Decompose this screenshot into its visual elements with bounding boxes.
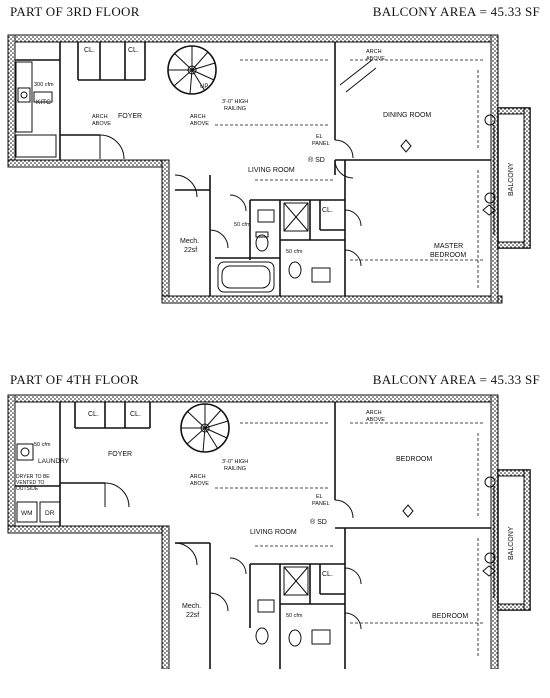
label-up: UP xyxy=(200,84,208,90)
label-fan-1: 50 cfm xyxy=(286,613,303,619)
label-arch-2b: ABOVE xyxy=(366,417,385,423)
label-smoke-detector: ® SD xyxy=(308,156,325,164)
label-closet-3: CL. xyxy=(322,571,333,578)
label-living-room: LIVING ROOM xyxy=(250,529,297,536)
label-el-panel: EL xyxy=(316,134,323,140)
label-dining-room: DINING ROOM xyxy=(383,112,431,119)
label-wm: WM xyxy=(21,510,33,517)
label-kitchen-fan: 300 cfm xyxy=(34,82,54,88)
laundry-fixtures xyxy=(16,443,61,523)
label-arch-1b: ABOVE xyxy=(190,481,209,487)
balcony-area-3rd: BALCONY AREA = 45.33 SF xyxy=(372,4,540,19)
dryer-box xyxy=(39,501,61,523)
doors xyxy=(99,134,362,267)
label-closet-1: CL. xyxy=(88,411,99,418)
spiral-stair xyxy=(180,403,230,453)
floor-plan-drawing-3rd: CL. CL. CL. 300 cfm KITC FOYER ARCH ABOV… xyxy=(7,34,531,304)
spiral-stair xyxy=(167,45,217,95)
label-closet-2: CL. xyxy=(128,47,139,54)
interior-walls xyxy=(15,42,491,296)
label-el-panel: EL xyxy=(316,494,323,500)
label-balcony: BALCONY xyxy=(508,162,515,196)
label-arch-1: ARCH xyxy=(190,474,206,480)
label-railing: 3'-0" HIGH xyxy=(222,459,248,465)
balcony xyxy=(493,107,531,249)
doors xyxy=(104,482,362,630)
label-arch-3b: ABOVE xyxy=(366,56,385,62)
label-arch-2: ARCH xyxy=(190,114,206,120)
bathroom-fixtures xyxy=(255,566,331,647)
label-arch-2: ARCH xyxy=(366,410,382,416)
label-dryer-2: VENTED TO xyxy=(16,480,45,486)
label-railing-b: RAILING xyxy=(224,106,246,112)
label-balcony: BALCONY xyxy=(508,526,515,560)
kitchen-fixtures xyxy=(15,61,57,158)
label-bedroom-2: BEDROOM xyxy=(432,613,468,620)
label-master: MASTER xyxy=(434,243,463,250)
floor-plan-3rd: PART OF 3RD FLOOR BALCONY AREA = 45.33 S… xyxy=(0,0,550,330)
label-foyer: FOYER xyxy=(108,451,132,458)
dimension-lines xyxy=(215,422,496,658)
floor-plan-4th: PART OF 4TH FLOOR BALCONY AREA = 45.33 S… xyxy=(0,368,550,698)
label-arch-1b: ABOVE xyxy=(92,121,111,127)
washer-box xyxy=(16,501,38,523)
label-closet-1: CL. xyxy=(84,47,95,54)
balcony xyxy=(493,469,531,611)
label-laundry: LAUNDRY xyxy=(38,458,70,465)
label-el-panel-b: PANEL xyxy=(312,141,330,147)
label-dryer-3: OUTSIDE xyxy=(16,486,39,492)
label-kitchen: KITC xyxy=(36,99,51,106)
label-railing-b: RAILING xyxy=(224,466,246,472)
label-mech: Mech. xyxy=(180,238,199,245)
label-foyer: FOYER xyxy=(118,113,142,120)
label-arch-1: ARCH xyxy=(92,114,108,120)
label-laundry-fan: 50 cfm xyxy=(34,442,51,448)
label-living-room: LIVING ROOM xyxy=(248,167,295,174)
label-mech: Mech. xyxy=(182,603,201,610)
label-fan-1: 50 cfm xyxy=(234,222,251,228)
label-dr: DR xyxy=(45,510,55,517)
label-master-b: BEDROOM xyxy=(430,252,466,259)
label-dryer-1: DRYER TO BE xyxy=(16,474,50,480)
plan-title-3rd: PART OF 3RD FLOOR xyxy=(10,4,140,19)
label-mech-size: 22sf xyxy=(186,612,199,619)
label-railing: 3'-0" HIGH xyxy=(222,99,248,105)
label-bedroom-1: BEDROOM xyxy=(396,456,432,463)
label-closet-3: CL. xyxy=(322,207,333,214)
interior-walls xyxy=(15,402,491,669)
label-smoke-detector: ® SD xyxy=(310,518,327,526)
room-labels: CL. CL. CL. 300 cfm KITC FOYER ARCH ABOV… xyxy=(34,47,515,259)
room-labels: CL. CL. CL. 50 cfm LAUNDRY DRYER TO BE V… xyxy=(16,410,515,620)
label-mech-size: 22sf xyxy=(184,247,197,254)
label-closet-2: CL. xyxy=(130,411,141,418)
label-arch-2b: ABOVE xyxy=(190,121,209,127)
floor-plan-drawing-4th: CL. CL. CL. 50 cfm LAUNDRY DRYER TO BE V… xyxy=(7,394,531,669)
plan-title-4th: PART OF 4TH FLOOR xyxy=(10,372,139,387)
label-el-panel-b: PANEL xyxy=(312,501,330,507)
dimension-lines xyxy=(215,59,496,290)
balcony-area-4th: BALCONY AREA = 45.33 SF xyxy=(372,372,540,387)
label-fan-2: 50 cfm xyxy=(286,249,303,255)
label-arch-3: ARCH xyxy=(366,49,382,55)
arch-markers xyxy=(339,59,377,93)
bathroom-fixtures xyxy=(217,202,331,293)
